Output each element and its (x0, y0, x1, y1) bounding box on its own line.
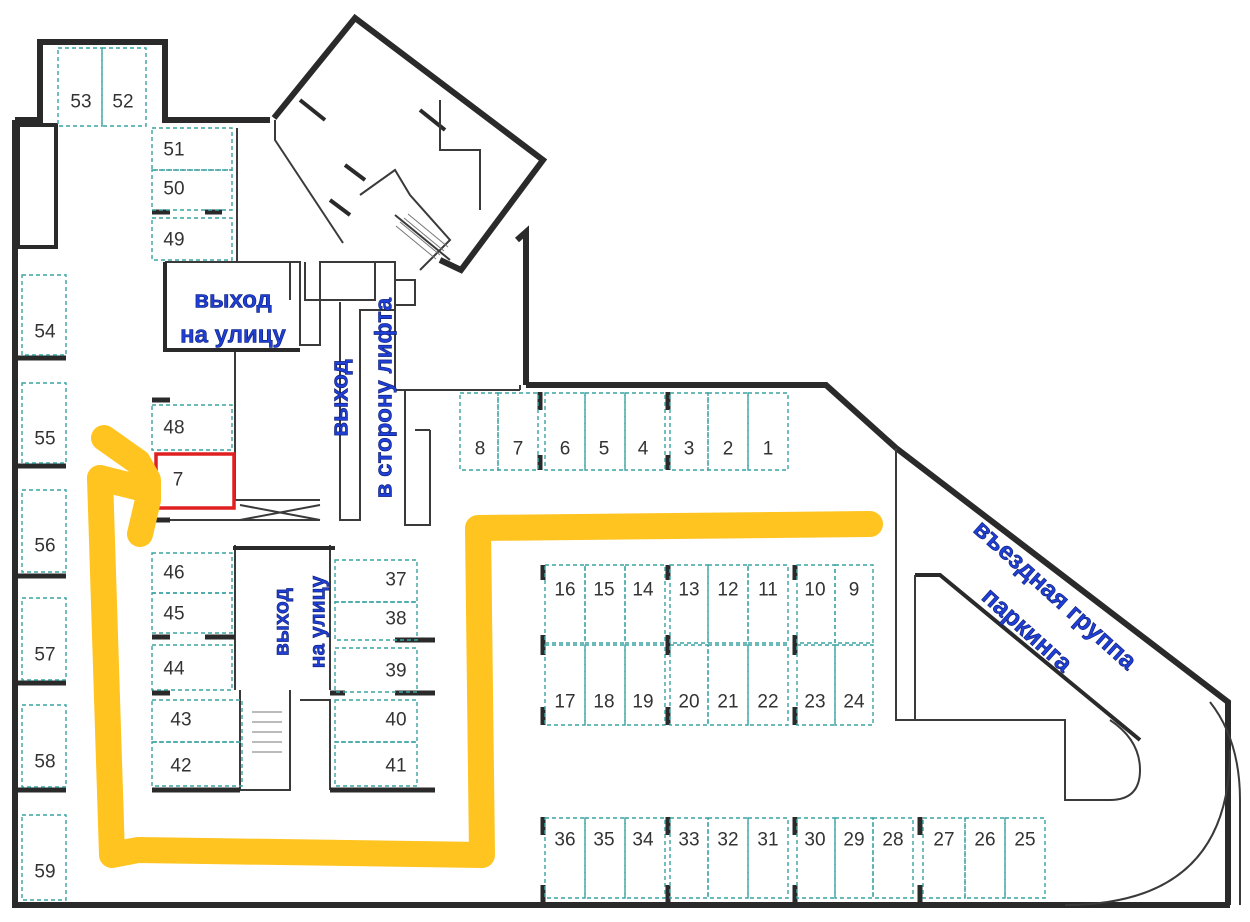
spot-28[interactable]: 28 (882, 830, 903, 851)
spot-1[interactable]: 1 (763, 439, 774, 460)
separators (18, 209, 923, 903)
spot-11[interactable]: 11 (758, 580, 778, 601)
spot-41[interactable]: 41 (385, 756, 406, 777)
spot-46[interactable]: 46 (163, 563, 184, 584)
spot-4[interactable]: 4 (638, 439, 649, 460)
spot-59[interactable]: 59 (34, 862, 55, 883)
spot-33[interactable]: 33 (678, 830, 699, 851)
spot-7[interactable]: 7 (513, 439, 524, 460)
spot-25[interactable]: 25 (1014, 830, 1035, 851)
spot-24[interactable]: 24 (843, 692, 865, 713)
spot-55[interactable]: 55 (34, 429, 55, 450)
spot-35[interactable]: 35 (593, 830, 614, 851)
spot-49[interactable]: 49 (163, 230, 184, 251)
spot-6[interactable]: 6 (560, 439, 571, 460)
spot-17[interactable]: 17 (554, 692, 575, 713)
spot-22[interactable]: 22 (757, 692, 778, 713)
spot-10[interactable]: 10 (804, 580, 825, 601)
spot-53[interactable]: 53 (70, 92, 91, 113)
spot-39[interactable]: 39 (385, 661, 406, 682)
spot-29[interactable]: 29 (843, 830, 864, 851)
spot-47[interactable]: 7 (173, 470, 184, 491)
spot-56[interactable]: 56 (34, 536, 55, 557)
spot-52[interactable]: 52 (112, 92, 133, 113)
spot-30[interactable]: 30 (804, 830, 825, 851)
spot-14[interactable]: 14 (632, 580, 654, 601)
spot-37[interactable]: 37 (385, 570, 406, 591)
spot-18[interactable]: 18 (593, 692, 614, 713)
route-arrow (87, 425, 883, 868)
spot-3[interactable]: 3 (684, 439, 695, 460)
spot-43[interactable]: 43 (170, 710, 191, 731)
spot-15[interactable]: 15 (593, 580, 614, 601)
spot-58[interactable]: 58 (34, 752, 55, 773)
spot-51[interactable]: 51 (163, 140, 184, 161)
spot-36[interactable]: 36 (554, 830, 575, 851)
exit-street-mid-line2: на улицу (307, 575, 330, 668)
spot-34[interactable]: 34 (632, 830, 654, 851)
spot-20[interactable]: 20 (678, 692, 699, 713)
spot-outlines (21, 47, 1046, 901)
spot-21[interactable]: 21 (717, 692, 738, 713)
exit-street-top-line1: выход (194, 287, 272, 314)
spot-8[interactable]: 8 (475, 439, 486, 460)
exit-street-mid-line1: выход (271, 588, 294, 656)
spot-54[interactable]: 54 (34, 322, 56, 343)
outer-walls (12, 13, 1231, 908)
spot-27[interactable]: 27 (933, 830, 954, 851)
spot-19[interactable]: 19 (632, 692, 653, 713)
spot-26[interactable]: 26 (974, 830, 995, 851)
spot-48[interactable]: 48 (163, 418, 184, 439)
exit-elevator-line1: выход (327, 359, 354, 437)
area-labels: выход на улицу выход в сторону лифта вых… (180, 286, 1143, 679)
spot-38[interactable]: 38 (385, 609, 406, 630)
spot-12[interactable]: 12 (717, 580, 738, 601)
spot-2[interactable]: 2 (723, 439, 734, 460)
spot-23[interactable]: 23 (804, 692, 825, 713)
spot-9[interactable]: 9 (849, 580, 860, 601)
spot-57[interactable]: 57 (34, 645, 55, 666)
spot-13[interactable]: 13 (678, 580, 699, 601)
exit-street-top-line2: на улицу (180, 322, 286, 349)
spot-16[interactable]: 16 (554, 580, 575, 601)
spot-40[interactable]: 40 (385, 710, 406, 731)
exit-elevator-line2: в сторону лифта (371, 297, 398, 498)
spot-42[interactable]: 42 (170, 756, 191, 777)
spot-31[interactable]: 31 (757, 830, 778, 851)
spot-45[interactable]: 45 (163, 604, 184, 625)
spot-32[interactable]: 32 (717, 830, 738, 851)
spot-5[interactable]: 5 (599, 439, 610, 460)
inner-walls (16, 98, 1241, 906)
spot-50[interactable]: 50 (163, 179, 184, 200)
spot-44[interactable]: 44 (163, 659, 185, 680)
spot-numbers: 1 2 3 4 5 6 7 8 9 10 11 12 13 14 15 16 1… (34, 92, 1035, 883)
highlighted-spot (154, 452, 236, 510)
